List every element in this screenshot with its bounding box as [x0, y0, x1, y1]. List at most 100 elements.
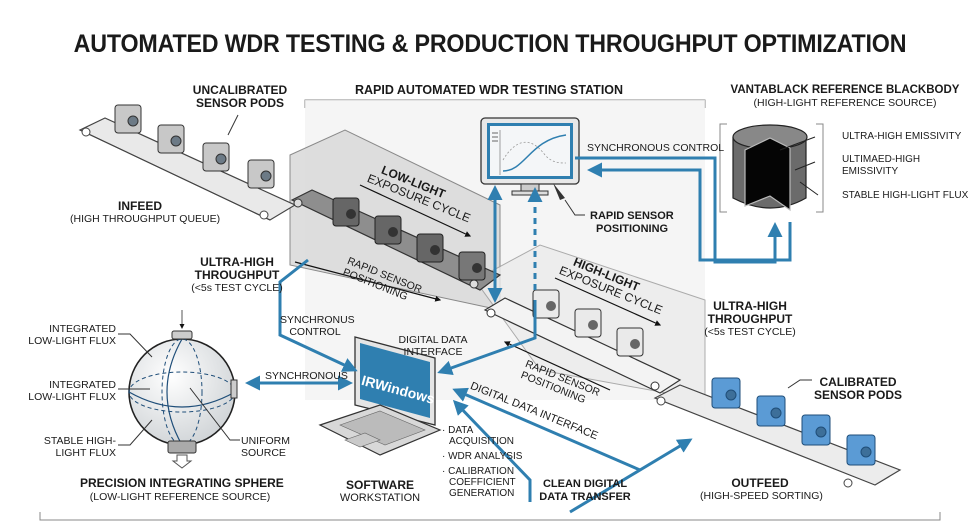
testing-pod [374, 215, 402, 245]
synchronus-control-label: SYNCHRONUS CONTROL [280, 314, 355, 338]
infeed-label: INFEED (HIGH THROUGHPUT QUEUE) [70, 199, 221, 226]
sphere-callout-3-line2: LIGHT FLUX [55, 447, 117, 459]
sync-control-line-blackbody [575, 156, 783, 264]
calibrated-callout-line [787, 379, 812, 389]
reference-curve [502, 141, 567, 164]
rapid-positioning-callout-line2: POSITIONING [596, 223, 669, 235]
sphere-callout-1-line2: LOW-LIGHT FLUX [28, 335, 116, 347]
clean-transfer-label: CLEAN DIGITAL DATA TRANSFER [535, 478, 635, 504]
sphere-title: PRECISION INTEGRATING SPHERE [80, 476, 284, 490]
throughput-left-line1: ULTRA-HIGH [200, 255, 274, 269]
workstation-subtitle: WORKSTATION [339, 492, 421, 504]
response-curve [502, 134, 567, 172]
outfeed-subtitle: (HIGH-SPEED SORTING) [700, 490, 823, 502]
testing-pod [616, 327, 644, 357]
sphere-callout-1-line1: INTEGRATED [49, 323, 116, 335]
digital-interface-label: DIGITAL DATA INTERFACE [398, 334, 468, 358]
feature-wdr-analysis: WDR ANALYSIS [448, 451, 523, 462]
throughput-right-line1: ULTRA-HIGH [713, 299, 787, 313]
blackbody-subtitle: (HIGH-LIGHT REFERENCE SOURCE) [753, 97, 937, 109]
outfeed-label: OUTFEED (HIGH-SPEED SORTING) [700, 477, 823, 503]
clean-transfer-line1: CLEAN DIGITAL [542, 478, 628, 490]
rapid-positioning-callout-line1: RAPID SENSOR [590, 210, 674, 222]
low-light-conveyor [290, 184, 502, 302]
testing-pod [332, 197, 360, 227]
infeed-title: INFEED [117, 199, 162, 213]
blackbody-label: VANTABLACK REFERENCE BLACKBODY (HIGH-LIG… [725, 84, 965, 110]
clean-data-transfer-line [452, 399, 532, 502]
testing-pod [458, 251, 486, 281]
testing-pod [416, 233, 444, 263]
blackbody-callout-ultimaed-line1: ULTIMAED-HIGH [842, 154, 921, 165]
uncalibrated-pods-label-line2: SENSOR PODS [195, 96, 285, 110]
feature-calibration: CALIBRATION [448, 466, 515, 477]
synchronous-control-label: SYNCHRONOUS CONTROL [587, 142, 725, 154]
sphere-callout-2: INTEGRATED LOW-LIGHT FLUX [20, 379, 116, 403]
sphere-callout-3-line1: STABLE HIGH- [43, 435, 116, 447]
feature-item: · DATA [442, 425, 474, 436]
uncalibrated-pod [202, 142, 230, 172]
clean-data-to-outfeed-line [569, 438, 693, 514]
throughput-left-label: ULTRA-HIGH THROUGHPUT (<5s TEST CYCLE) [182, 256, 292, 295]
feature-item: · CALIBRATION [442, 466, 515, 477]
sphere-callout-4-line1: UNIFORM [241, 435, 290, 447]
sphere-callout-2-line1: INTEGRATED [49, 379, 116, 391]
vantablack-blackbody [719, 123, 824, 213]
infeed-pods [114, 104, 275, 189]
station-monitor [480, 117, 580, 196]
workstation-features: · DATA ACQUISITION · WDR ANALYSIS · CALI… [442, 425, 522, 499]
calibrated-pods-line1: CALIBRATED [819, 375, 897, 389]
sphere-callout-1: INTEGRATED LOW-LIGHT FLUX [20, 323, 116, 347]
feature-item: · WDR ANALYSIS [442, 451, 523, 462]
throughput-right-label: ULTRA-HIGH THROUGHPUT (<5s TEST CYCLE) [695, 300, 805, 339]
digital-data-interface-long-line [452, 387, 641, 472]
infeed-subtitle: (HIGH THROUGHPUT QUEUE) [70, 213, 221, 225]
rapid-positioning-callout: RAPID SENSOR POSITIONING [590, 210, 674, 236]
uncalibrated-pods-label: UNCALIBRATED SENSOR PODS [185, 84, 295, 110]
sphere-callout-3: STABLE HIGH- LIGHT FLUX [20, 435, 116, 459]
bottom-bracket [39, 512, 941, 521]
calibrated-pod [756, 395, 786, 427]
feature-generation: GENERATION [449, 488, 515, 499]
station-title: RAPID AUTOMATED WDR TESTING STATION [355, 83, 624, 97]
uncalibrated-pods-label-line1: UNCALIBRATED [192, 83, 288, 97]
blackbody-callout-emissivity: ULTRA-HIGH EMISSIVITY [842, 131, 962, 142]
sphere-label: PRECISION INTEGRATING SPHERE (LOW-LIGHT … [80, 476, 284, 504]
workstation-label: SOFTWARE WORKSTATION [325, 479, 435, 505]
synchronus-control-line2: CONTROL [289, 326, 341, 338]
throughput-left-line2: THROUGHPUT [194, 268, 280, 282]
calibrated-pod [801, 414, 831, 446]
synchronus-control-line1: SYNCHRONUS [280, 314, 355, 326]
page-title: AUTOMATED WDR TESTING & PRODUCTION THROU… [73, 30, 907, 58]
outfeed-conveyor [653, 377, 902, 488]
synchronus-control-line [278, 258, 358, 372]
software-workstation [318, 336, 442, 456]
sphere-callout-2-line2: LOW-LIGHT FLUX [28, 391, 116, 403]
workstation-title: SOFTWARE [346, 478, 414, 492]
throughput-left-line3: (<5s TEST CYCLE) [191, 282, 283, 294]
blackbody-callout-flux: STABLE HIGH-LIGHT FLUX [842, 190, 969, 201]
integrating-sphere [118, 310, 240, 469]
sphere-subtitle: (LOW-LIGHT REFERENCE SOURCE) [89, 491, 271, 503]
sphere-callout-4: UNIFORM SOURCE [241, 435, 290, 459]
connection-lines [245, 156, 792, 514]
uncalibrated-callout-line [227, 114, 239, 136]
digital-interface-line2: INTERFACE [403, 346, 463, 358]
sphere-callout-4-line2: SOURCE [241, 447, 286, 459]
uncalibrated-pod [247, 159, 275, 189]
testing-pod [574, 308, 602, 338]
uncalibrated-pod [114, 104, 142, 134]
feature-coefficient: COEFFICIENT [449, 477, 516, 488]
sync-control-line-return [587, 162, 792, 262]
blackbody-callout-ultimaed-line2: EMISSIVITY [842, 166, 899, 177]
testing-pod [532, 289, 560, 319]
digital-data-interface-line [437, 300, 537, 376]
synchronous-label: SYNCHRONOUS [265, 370, 348, 382]
calibrated-pod [711, 377, 741, 409]
positioning-cursor-icon [553, 183, 565, 200]
calibrated-pods-line2: SENSOR PODS [813, 388, 903, 402]
feature-data: DATA [448, 425, 474, 436]
calibrated-pods-label: CALIBRATED SENSOR PODS [808, 376, 908, 402]
uncalibrated-pod [157, 124, 185, 154]
